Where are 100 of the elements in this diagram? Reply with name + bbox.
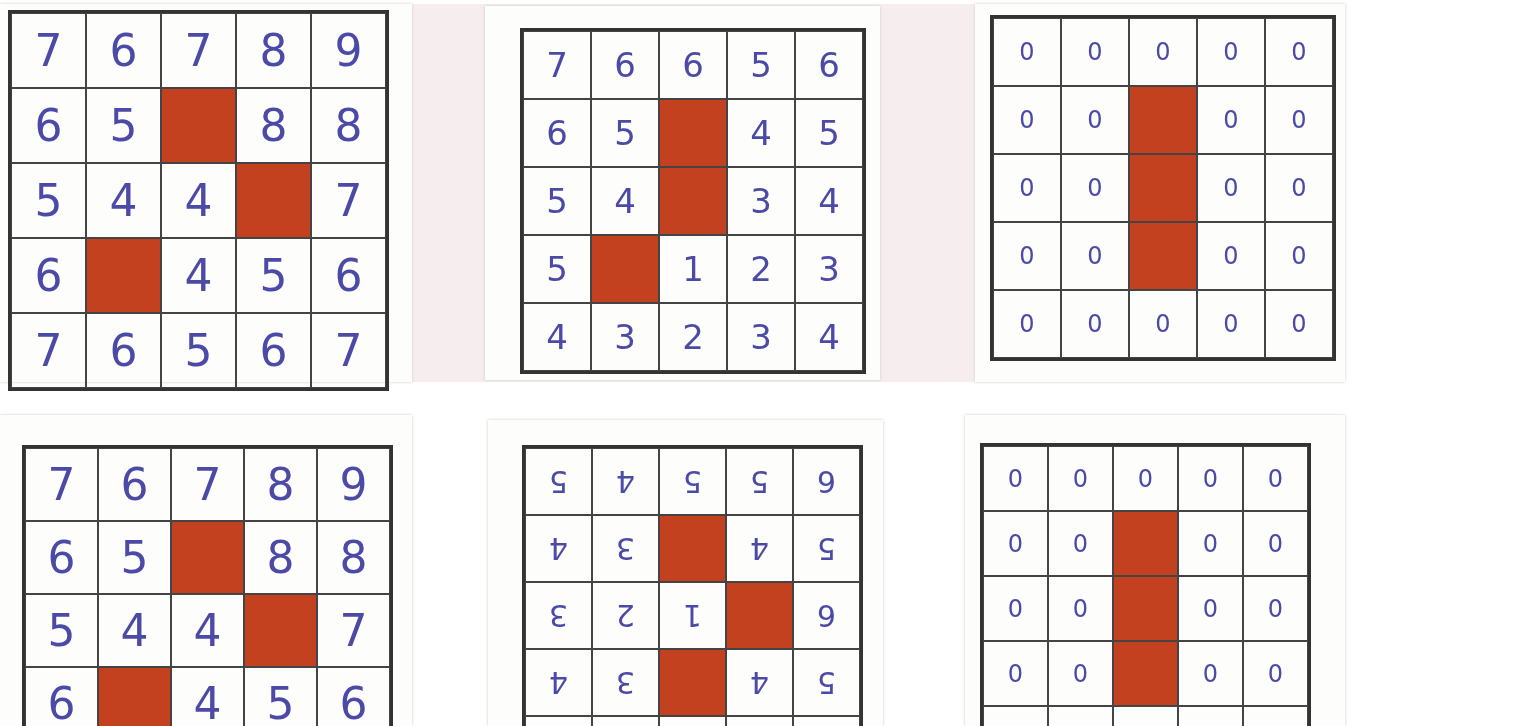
- table-cell: 0: [993, 290, 1061, 358]
- table-cell: 5: [795, 99, 863, 167]
- table-cell: 7: [317, 594, 390, 667]
- table-cell: 0: [1048, 511, 1113, 576]
- table-cell: 4: [98, 594, 171, 667]
- table-cell: 5: [236, 238, 311, 313]
- table-cell: 6: [793, 582, 860, 649]
- table-cell: 0: [1061, 18, 1129, 86]
- table-cell: 6: [591, 31, 659, 99]
- table-cell: 4: [171, 594, 244, 667]
- table-cell: 6: [311, 238, 386, 313]
- table-cell: 5: [726, 448, 793, 515]
- table-cell: 3: [727, 303, 795, 371]
- table-cell: 4: [523, 303, 591, 371]
- table-cell: 6: [317, 667, 390, 726]
- table-cell: 4: [726, 515, 793, 582]
- table-cell: 0: [1265, 86, 1333, 154]
- table-cell: 0: [983, 641, 1048, 706]
- table-cell: 1: [659, 582, 726, 649]
- table-cell: 6: [793, 448, 860, 515]
- table-cell: 8: [236, 13, 311, 88]
- table-cell: 7: [11, 13, 86, 88]
- table-cell: 6: [25, 521, 98, 594]
- table-cell: 7: [311, 313, 386, 388]
- table-cell: 3: [591, 303, 659, 371]
- table-cell: 5: [25, 594, 98, 667]
- table-cell: 8: [317, 521, 390, 594]
- table-cell: 0: [1178, 576, 1243, 641]
- table-cell: 0: [1129, 290, 1197, 358]
- table-cell: 1: [659, 235, 727, 303]
- table-cell: 4: [795, 303, 863, 371]
- table-cell: 7: [171, 448, 244, 521]
- table-cell: 0: [983, 511, 1048, 576]
- table-cell: 5: [86, 88, 161, 163]
- table-cell: 8: [244, 448, 317, 521]
- table-cell: 0: [1265, 18, 1333, 86]
- table-cell: 6: [236, 313, 311, 388]
- table-cell: 7: [11, 313, 86, 388]
- table-cell: 0: [1178, 511, 1243, 576]
- table-cell: 8: [311, 88, 386, 163]
- table-cell: 4: [795, 167, 863, 235]
- table-cell: 6: [11, 238, 86, 313]
- table-cell: 9: [317, 448, 390, 521]
- table-cell: 0: [1178, 641, 1243, 706]
- table-cell: 2: [592, 582, 659, 649]
- table-cell: 4: [161, 238, 236, 313]
- table-cell: 0: [1061, 86, 1129, 154]
- table-cell: 5: [98, 521, 171, 594]
- table-cell: 0: [1265, 154, 1333, 222]
- table-cell: 4: [161, 163, 236, 238]
- table-cell: 0: [1197, 154, 1265, 222]
- table-cell: 5: [11, 163, 86, 238]
- table-cell: 0: [993, 86, 1061, 154]
- table-cell: 2: [727, 235, 795, 303]
- table-cell: 0: [1265, 222, 1333, 290]
- table-cell: 3: [727, 167, 795, 235]
- table-cell: 0: [1243, 446, 1308, 511]
- table-cell: 4: [727, 99, 795, 167]
- table-cell: 5: [793, 649, 860, 716]
- table-cell: 5: [591, 99, 659, 167]
- table-cell: 0: [1265, 290, 1333, 358]
- table-cell: 0: [1243, 511, 1308, 576]
- table-cell: 7: [25, 448, 98, 521]
- table-cell: 0: [1197, 86, 1265, 154]
- table-cell: 6: [659, 31, 727, 99]
- table-cell: 0: [1197, 222, 1265, 290]
- table-cell: 0: [1129, 18, 1197, 86]
- table-cell: 6: [98, 448, 171, 521]
- table-cell: 8: [244, 521, 317, 594]
- table-cell: 4: [726, 649, 793, 716]
- table-cell: 0: [993, 154, 1061, 222]
- table-cell: 0: [1243, 576, 1308, 641]
- table-cell: 4: [525, 515, 592, 582]
- table-cell: 6: [523, 99, 591, 167]
- table-cell: 5: [523, 235, 591, 303]
- table-cell: 0: [1061, 290, 1129, 358]
- table-cell: 0: [1197, 290, 1265, 358]
- table-cell: 0: [1243, 641, 1308, 706]
- table-cell: 0: [1178, 446, 1243, 511]
- table-cell: 0: [1061, 222, 1129, 290]
- table-cell: 5: [244, 667, 317, 726]
- table-cell: 0: [1061, 154, 1129, 222]
- table-cell: 5: [161, 313, 236, 388]
- table-cell: 9: [311, 13, 386, 88]
- table-cell: 4: [171, 667, 244, 726]
- table-cell: 6: [11, 88, 86, 163]
- table-cell: 4: [86, 163, 161, 238]
- table-cell: 6: [795, 31, 863, 99]
- table-cell: 7: [161, 13, 236, 88]
- table-cell: 5: [525, 448, 592, 515]
- table-cell: 0: [993, 222, 1061, 290]
- table-cell: 3: [592, 515, 659, 582]
- table-cell: 3: [525, 582, 592, 649]
- table-cell: 3: [592, 649, 659, 716]
- table-cell: 2: [659, 303, 727, 371]
- table-cell: 0: [1197, 18, 1265, 86]
- table-cell: 8: [236, 88, 311, 163]
- table-cell: 7: [523, 31, 591, 99]
- table-cell: 5: [727, 31, 795, 99]
- table-cell: 0: [1048, 446, 1113, 511]
